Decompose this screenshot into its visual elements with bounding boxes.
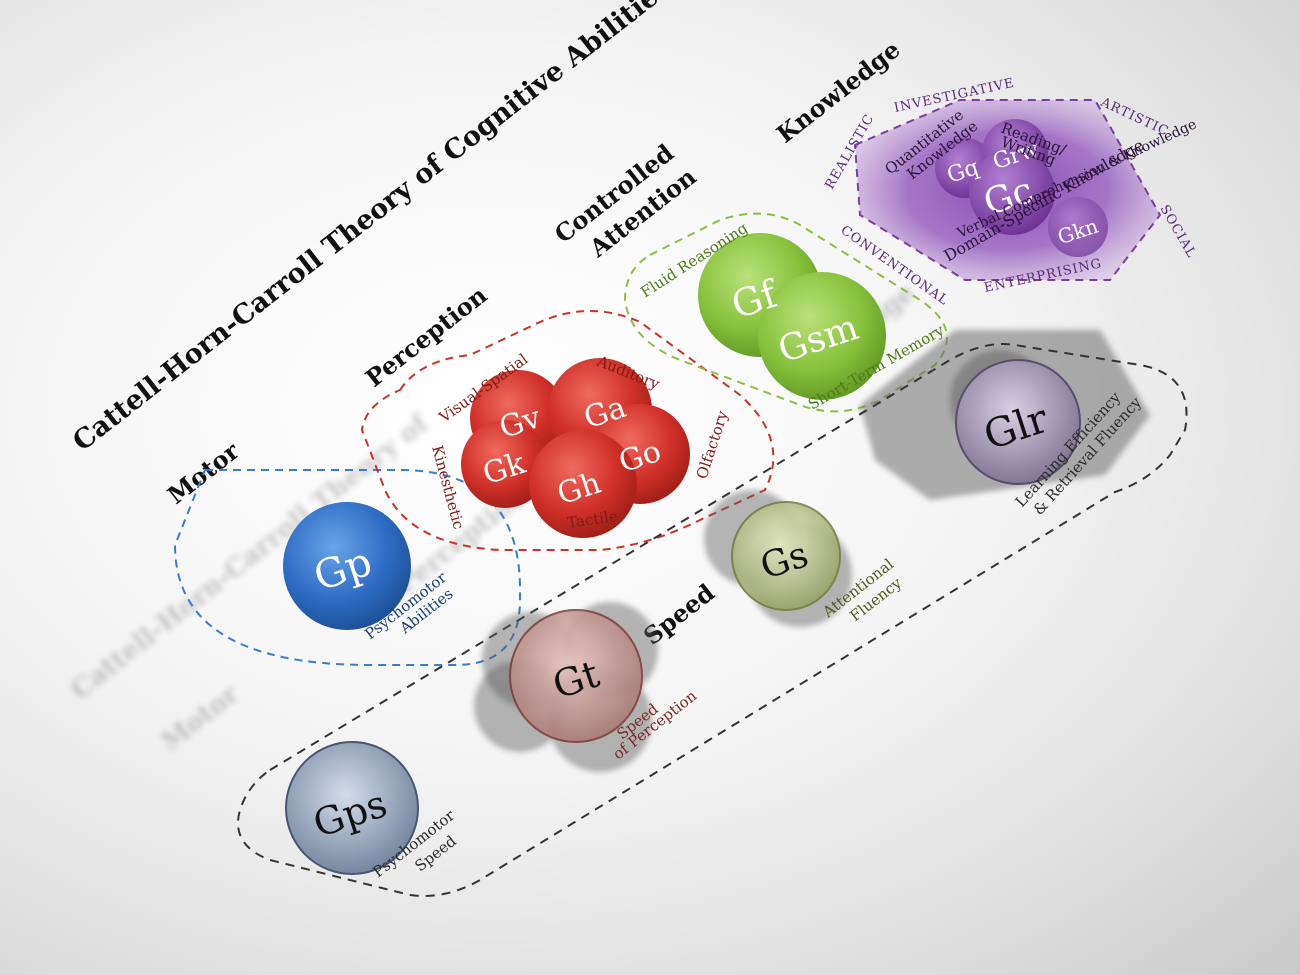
ability-glr: Glr bbox=[950, 350, 1081, 485]
attention-boundary bbox=[623, 212, 948, 413]
knowledge-abilities: Gq Grw Gc Gkn bbox=[935, 119, 1108, 257]
holland-social: SOCIAL bbox=[1157, 203, 1199, 261]
ability-gp: Gp bbox=[283, 502, 411, 630]
reflection-motor: Motor bbox=[156, 679, 245, 758]
ability-gs: Gs bbox=[704, 490, 852, 627]
gs-circle bbox=[731, 501, 841, 611]
glr-circle bbox=[955, 359, 1081, 485]
attention-abilities: Gf Gsm bbox=[698, 233, 886, 400]
gk-circle bbox=[461, 420, 549, 508]
gc-circle bbox=[969, 149, 1055, 235]
gps-circle bbox=[285, 741, 419, 875]
category-perception: Perception bbox=[360, 280, 493, 393]
perception-boundary bbox=[360, 310, 775, 551]
gkn-circle bbox=[1048, 197, 1108, 257]
gsm-circle bbox=[758, 272, 886, 400]
ability-gps: Gps bbox=[285, 741, 419, 875]
gt-circle bbox=[509, 609, 643, 743]
gp-circle bbox=[283, 502, 411, 630]
label-olfactory: Olfactory bbox=[693, 408, 732, 481]
speed-boundary bbox=[237, 343, 1188, 897]
perception-abilities: Gv Ga Gk Gh Go bbox=[461, 358, 690, 538]
gh-circle bbox=[529, 430, 637, 538]
ability-gt: Gt bbox=[474, 602, 658, 772]
